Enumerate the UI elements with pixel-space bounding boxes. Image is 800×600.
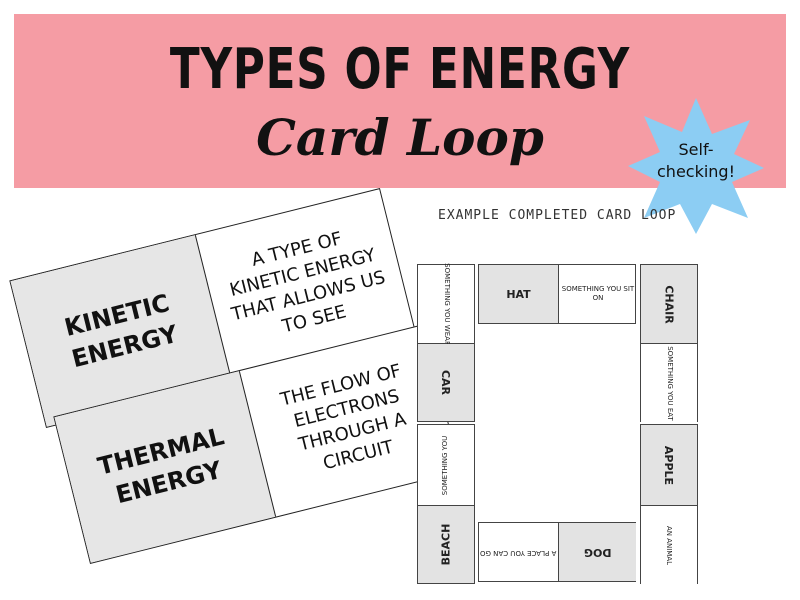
- loop-card-apple: Apple An animal: [640, 424, 698, 584]
- loop-card-term: Chair: [641, 265, 697, 343]
- loop-card-definition: Something you wear: [418, 262, 474, 346]
- loop-definition-text: Something you sit on: [561, 285, 635, 302]
- loop-card-definition: A place you can go: [479, 523, 559, 581]
- loop-definition-text: An animal: [665, 525, 674, 565]
- loop-card-definition: Something you sit on: [558, 265, 637, 323]
- loop-term-text: Chair: [662, 284, 676, 324]
- loop-term-text: Car: [439, 369, 453, 396]
- self-checking-badge: Self- checking!: [626, 139, 766, 183]
- loop-card-definition: An animal: [641, 505, 697, 584]
- starburst-badge-icon: [628, 98, 764, 234]
- loop-definition-text: Something you: [441, 435, 450, 495]
- loop-card-dog: A place you can go Dog: [478, 522, 636, 582]
- badge-text-line2: checking!: [657, 162, 735, 181]
- loop-definition-text: Something you eat: [665, 345, 674, 421]
- loop-card-beach: Something you Beach: [417, 424, 475, 584]
- example-label: EXAMPLE COMPLETED CARD LOOP: [438, 208, 677, 223]
- loop-card-term: Apple: [641, 425, 697, 505]
- loop-card-term: Dog: [559, 523, 636, 581]
- loop-definition-text: A place you can go: [480, 548, 557, 557]
- loop-term-text: Apple: [662, 445, 676, 485]
- page-subtitle: Card Loop: [256, 108, 544, 167]
- page-title: TYPES OF ENERGY: [169, 37, 631, 102]
- loop-definition-text: Something you wear: [442, 262, 451, 346]
- loop-card-definition: Something you: [418, 425, 474, 506]
- loop-term-text: Beach: [439, 523, 453, 566]
- loop-card-definition: Something you eat: [641, 343, 697, 422]
- loop-card-term: Hat: [479, 265, 558, 323]
- badge-text-line1: Self-: [678, 140, 714, 159]
- loop-card-chair: Chair Something you eat: [640, 264, 698, 422]
- loop-card-hat: Hat Something you sit on: [478, 264, 636, 324]
- loop-card-term: Car: [418, 344, 474, 421]
- loop-card-car: Something you wear Car: [417, 262, 475, 422]
- loop-term-text: Dog: [583, 545, 612, 559]
- loop-term-text: Hat: [506, 287, 531, 301]
- loop-card-term: Beach: [418, 506, 474, 583]
